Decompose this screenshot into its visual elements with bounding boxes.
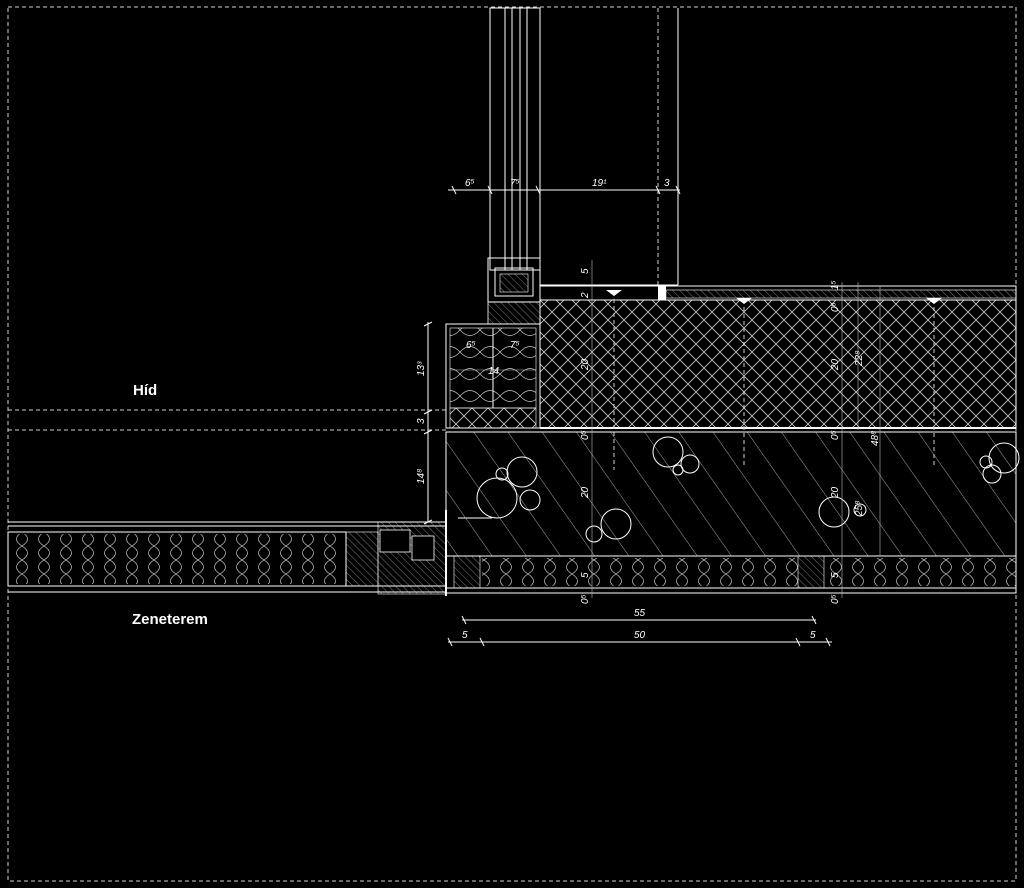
dim-zero-d: 0⁵ bbox=[580, 594, 591, 604]
dim-height-b: 48⁸ bbox=[870, 431, 881, 446]
dim-insulation-a: 6⁵ bbox=[466, 340, 476, 351]
dim-top-2: 7⁵ bbox=[510, 178, 520, 189]
lower-space-label: Zeneterem bbox=[132, 611, 208, 628]
dim-layer-lower-a: 20 bbox=[580, 486, 591, 499]
window-frame bbox=[487, 7, 679, 325]
dim-left-1: 13³ bbox=[416, 361, 427, 376]
dim-left-3: 14⁸ bbox=[416, 469, 427, 484]
concrete-slab bbox=[445, 431, 1020, 557]
dim-bottom-a: 5 bbox=[580, 572, 591, 578]
dim-zero-a: 0⁵ bbox=[830, 302, 841, 312]
inner-dimension-lines: 5 2 1⁵ 0⁵ 20 20 22⁸ 0⁵ 0⁵ 48⁸ 20 20 25⁸ … bbox=[580, 260, 881, 604]
dim-top-4: 3 bbox=[664, 178, 670, 189]
dim-bottom-left: 5 bbox=[462, 630, 468, 641]
dim-top-3: 19¹ bbox=[592, 178, 607, 189]
dim-layer-upper-a: 20 bbox=[580, 358, 591, 371]
dim-top-layer-c: 1⁵ bbox=[830, 280, 841, 290]
top-dimension-chain: 6⁵ 7⁵ 19¹ 3 bbox=[448, 178, 681, 195]
dim-height-a: 22⁸ bbox=[854, 351, 865, 367]
dim-zero-b: 0⁵ bbox=[580, 430, 591, 440]
dim-bottom-middle: 50 bbox=[634, 630, 646, 641]
dim-zero-c: 0⁵ bbox=[830, 430, 841, 440]
dim-top-layer-a: 5 bbox=[580, 268, 591, 274]
dim-zero-e: 0⁵ bbox=[830, 594, 841, 604]
dim-top-1: 6⁵ bbox=[465, 178, 475, 189]
edge-insulation-box: 6⁵ 7⁵ 14 bbox=[445, 323, 541, 429]
dim-height-c: 25⁸ bbox=[854, 501, 865, 517]
upper-space-label: Híd bbox=[133, 382, 157, 399]
dim-layer-upper-b: 20 bbox=[830, 358, 841, 371]
hall-floor-buildup bbox=[7, 510, 492, 596]
bottom-insulation-layer bbox=[445, 555, 1017, 594]
dim-bottom-right: 5 bbox=[810, 630, 816, 641]
dim-layer-lower-b: 20 bbox=[830, 486, 841, 499]
dim-insulation-b: 7⁵ bbox=[510, 340, 520, 351]
upper-slab bbox=[446, 285, 1017, 470]
dim-top-layer-b: 2 bbox=[580, 292, 591, 299]
dim-insulation-total: 14 bbox=[488, 366, 500, 377]
dim-bottom-overall: 55 bbox=[634, 608, 646, 619]
dim-left-2: 3 bbox=[416, 418, 427, 424]
left-dimension-chain: 13³ 3 14⁸ bbox=[416, 321, 433, 525]
bridge-level-lines bbox=[8, 409, 446, 431]
dim-bottom-b: 5 bbox=[830, 572, 841, 578]
bottom-dimension-chains: 55 5 50 5 bbox=[447, 608, 832, 647]
